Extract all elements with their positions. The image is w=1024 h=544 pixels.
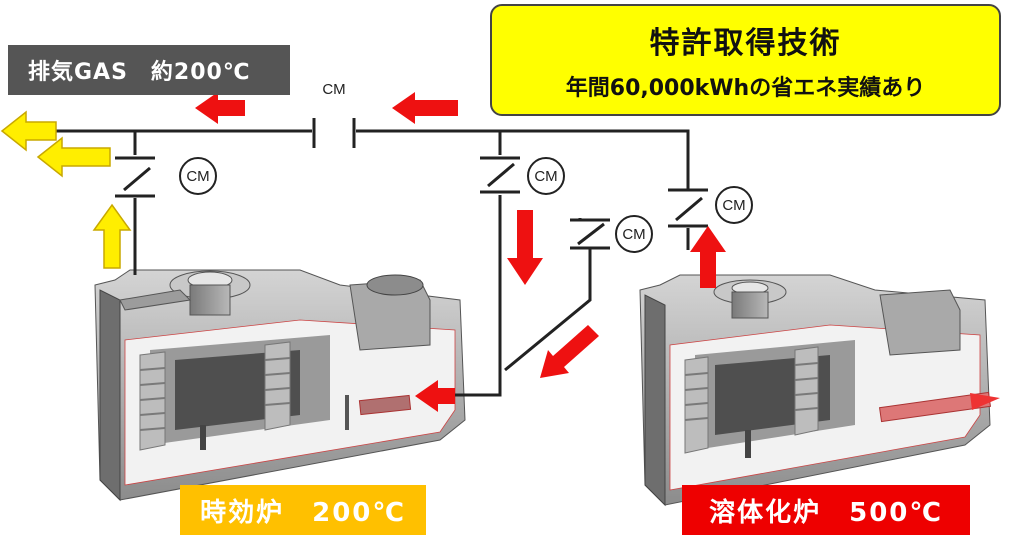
exhaust-gas-label: 排気GAS 約200℃ [8,45,290,95]
aging-furnace-label: 時効炉 200℃ [180,485,426,535]
exhaust-piping [10,129,690,397]
flow-arrow-icon [415,380,455,412]
solution-furnace-illustration [639,274,1000,507]
valve-icon [668,186,753,228]
flow-arrow-icon [540,325,599,378]
exhaust-arrow-icon [0,110,57,152]
patent-title: 特許取得技術 [649,26,842,61]
flow-arrow-icon [195,92,245,124]
solution-furnace-label: 溶体化炉 500℃ [682,485,970,535]
valve-label: CM [722,197,745,214]
valve-icon: CM [312,81,356,148]
valve-icon [115,156,217,198]
patent-callout: 特許取得技術 年間60,000kWhの省エネ実績あり [490,4,1001,116]
flow-arrow-icon [690,226,726,288]
patent-subtitle: 年間60,000kWhの省エネ実績あり [565,76,926,101]
valve-icon [480,156,565,195]
aging-furnace-illustration [94,269,466,502]
flow-arrow-icon [507,210,543,285]
valve-icon [570,215,653,253]
exhaust-arrow-icon [36,136,111,178]
flow-arrow-icon [392,92,458,124]
exhaust-arrow-icon [92,203,132,269]
valve-label: CM [534,168,557,185]
valve-label: CM [186,168,209,185]
valve-label: CM [622,226,645,243]
valve-label: CM [322,81,345,98]
